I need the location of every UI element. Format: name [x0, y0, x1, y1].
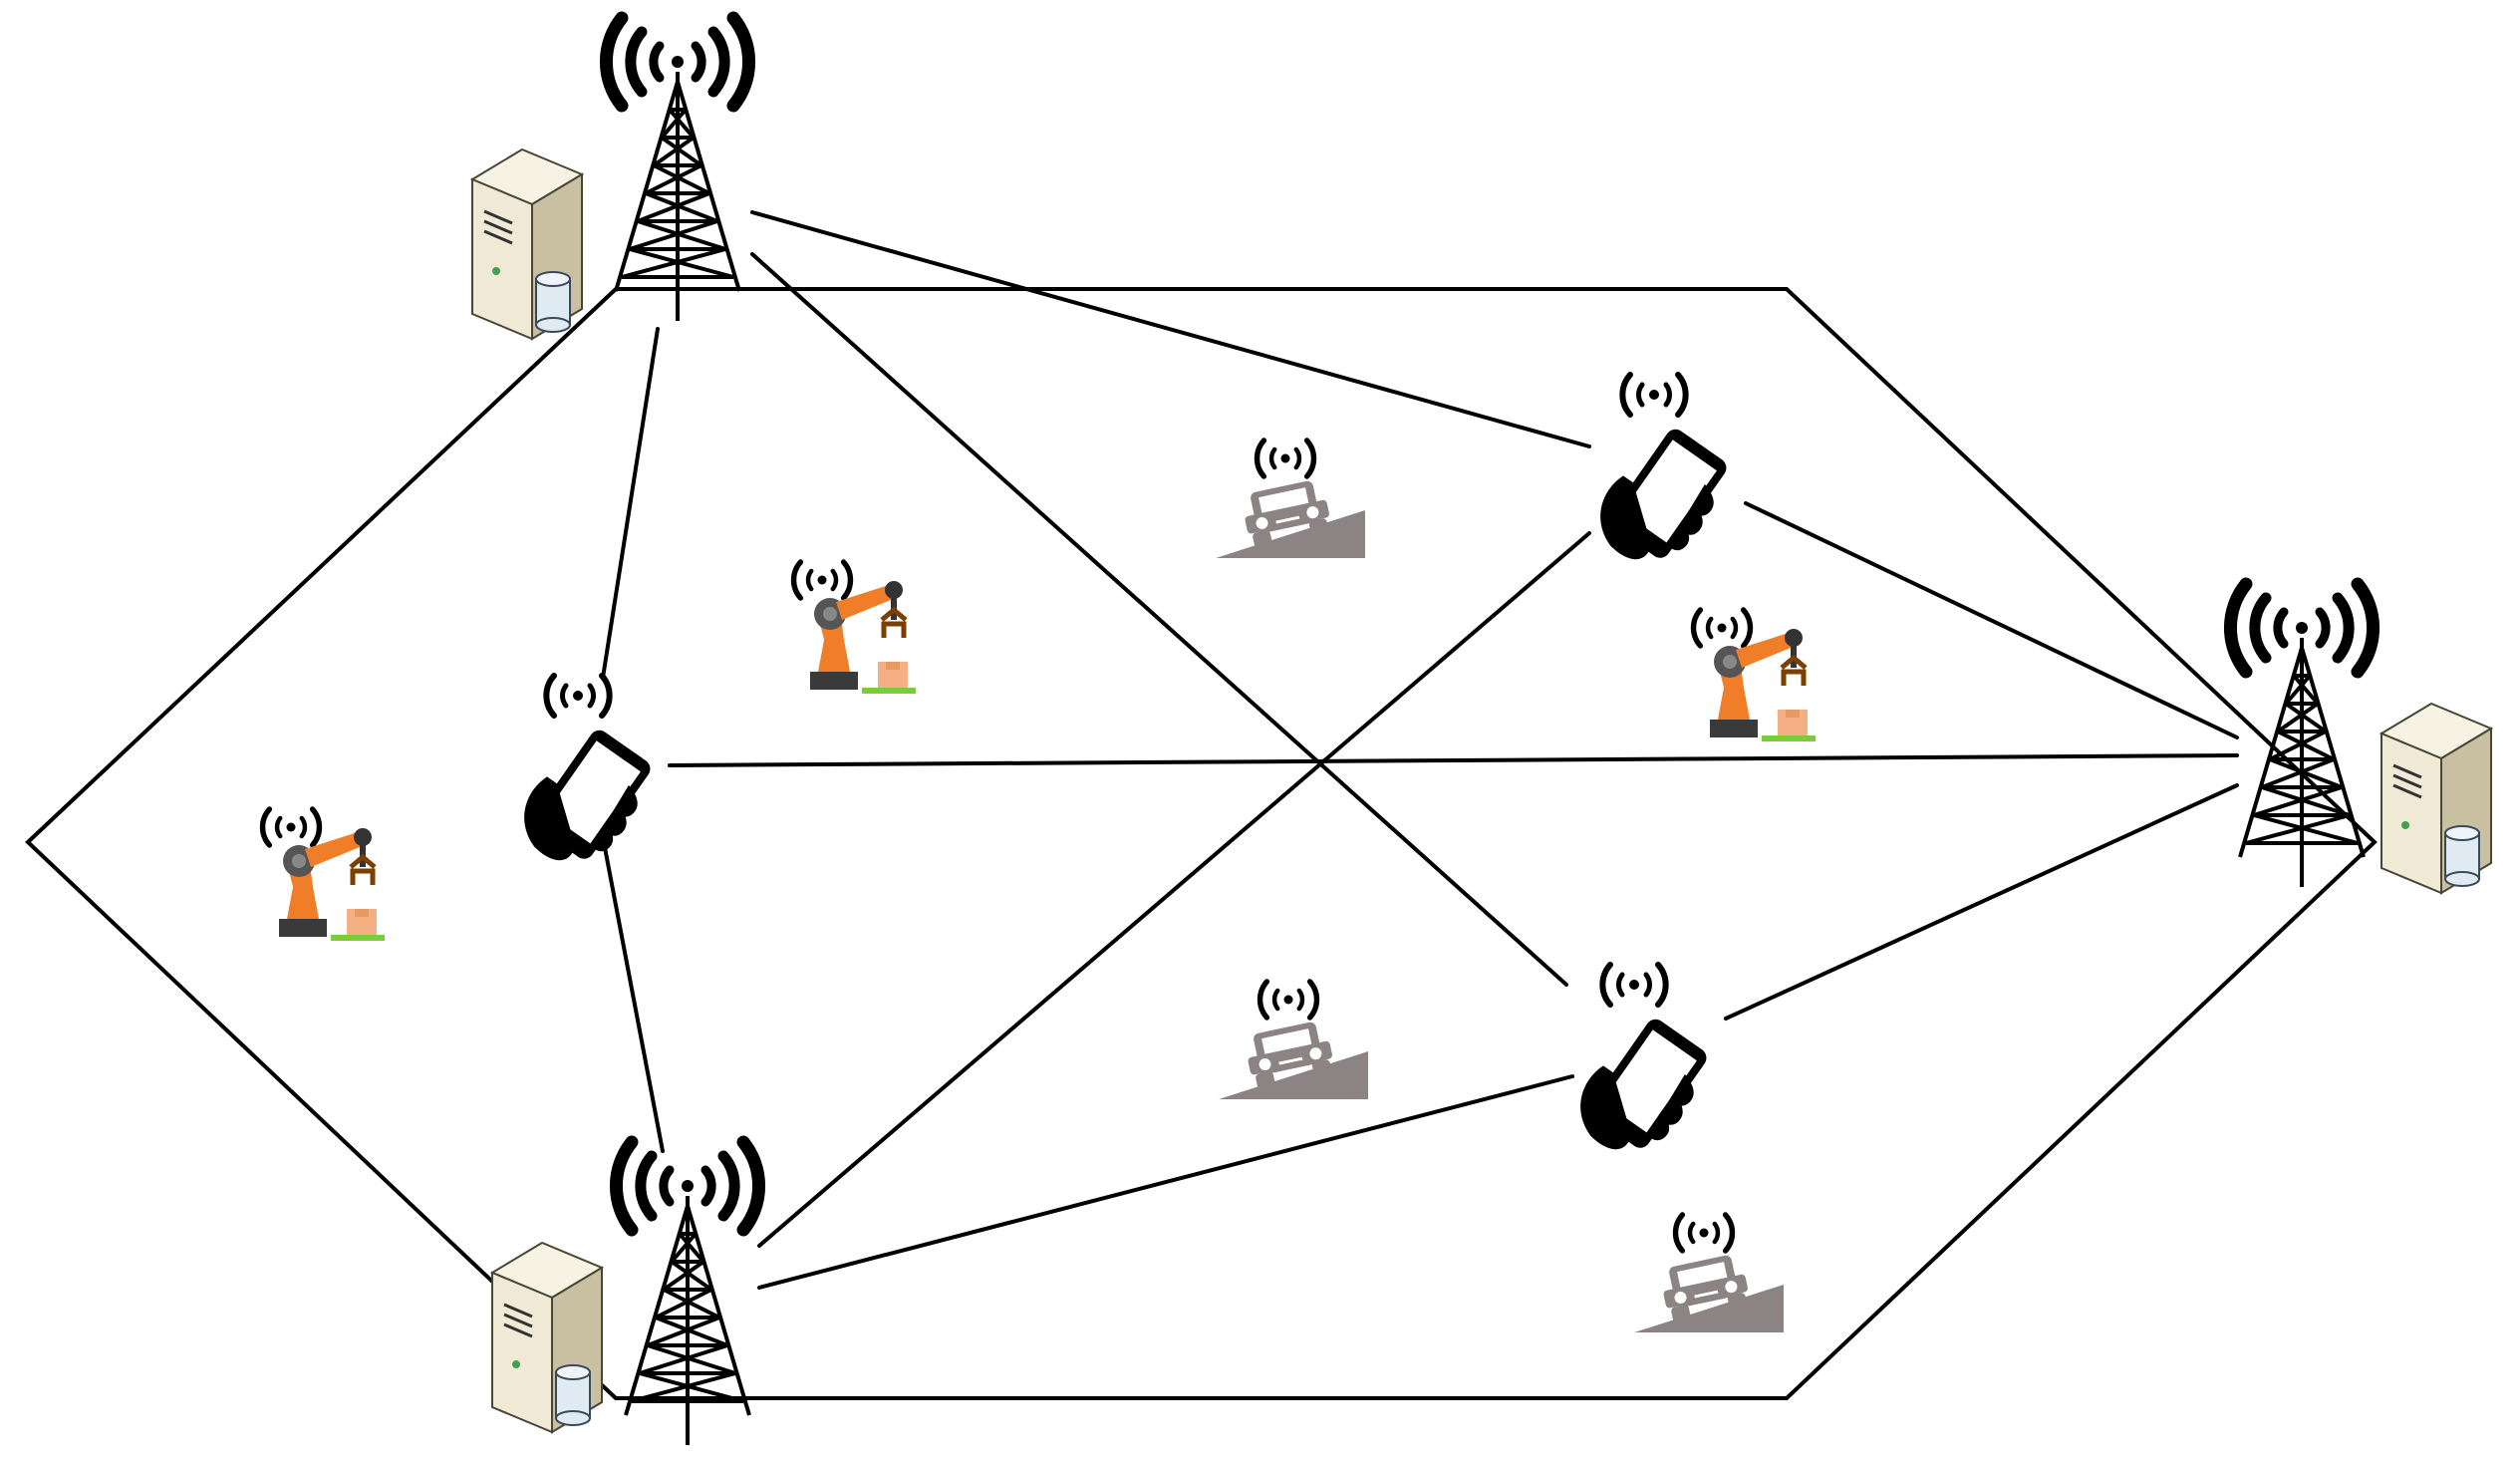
link — [750, 210, 1591, 448]
link — [1744, 501, 2239, 739]
robot-arm-icon — [263, 809, 385, 941]
coverage-boundary — [25, 287, 2378, 1400]
tower-icon — [606, 18, 748, 321]
smartphone-icon — [1562, 965, 1720, 1173]
tower-icon — [616, 1142, 758, 1445]
link — [1724, 783, 2239, 1021]
smartphone-icon — [506, 676, 664, 884]
tower-icon — [2230, 584, 2373, 887]
server-icon — [2380, 702, 2493, 895]
network-links — [601, 210, 2239, 1290]
smartphone-icon — [1582, 375, 1740, 583]
server-icon — [470, 147, 584, 341]
link — [668, 753, 2239, 767]
link — [750, 252, 1568, 987]
offroad-vehicle-icon — [1219, 982, 1368, 1099]
offroad-vehicle-icon — [1216, 440, 1365, 558]
link — [601, 835, 665, 1153]
link — [757, 1074, 1574, 1290]
robot-arm-icon — [1694, 610, 1816, 741]
server-icon — [490, 1241, 604, 1434]
link — [757, 531, 1591, 1248]
offroad-vehicle-icon — [1634, 1215, 1784, 1332]
robot-arm-icon — [794, 562, 916, 694]
link — [601, 327, 660, 680]
